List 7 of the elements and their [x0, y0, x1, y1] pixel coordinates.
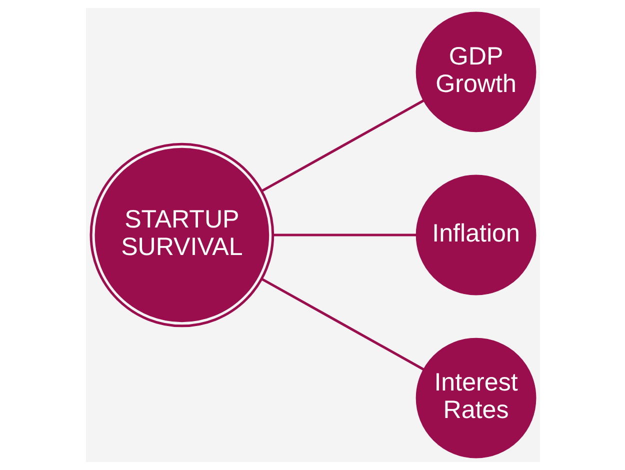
node-circle: STARTUP SURVIVAL: [89, 142, 274, 328]
node-circle: Interest Rates: [415, 338, 536, 458]
connector: [260, 99, 424, 192]
node-circle: Inflation: [415, 174, 536, 296]
connector: [272, 234, 416, 236]
node-circle: GDP Growth: [415, 12, 536, 132]
connector: [260, 278, 424, 371]
